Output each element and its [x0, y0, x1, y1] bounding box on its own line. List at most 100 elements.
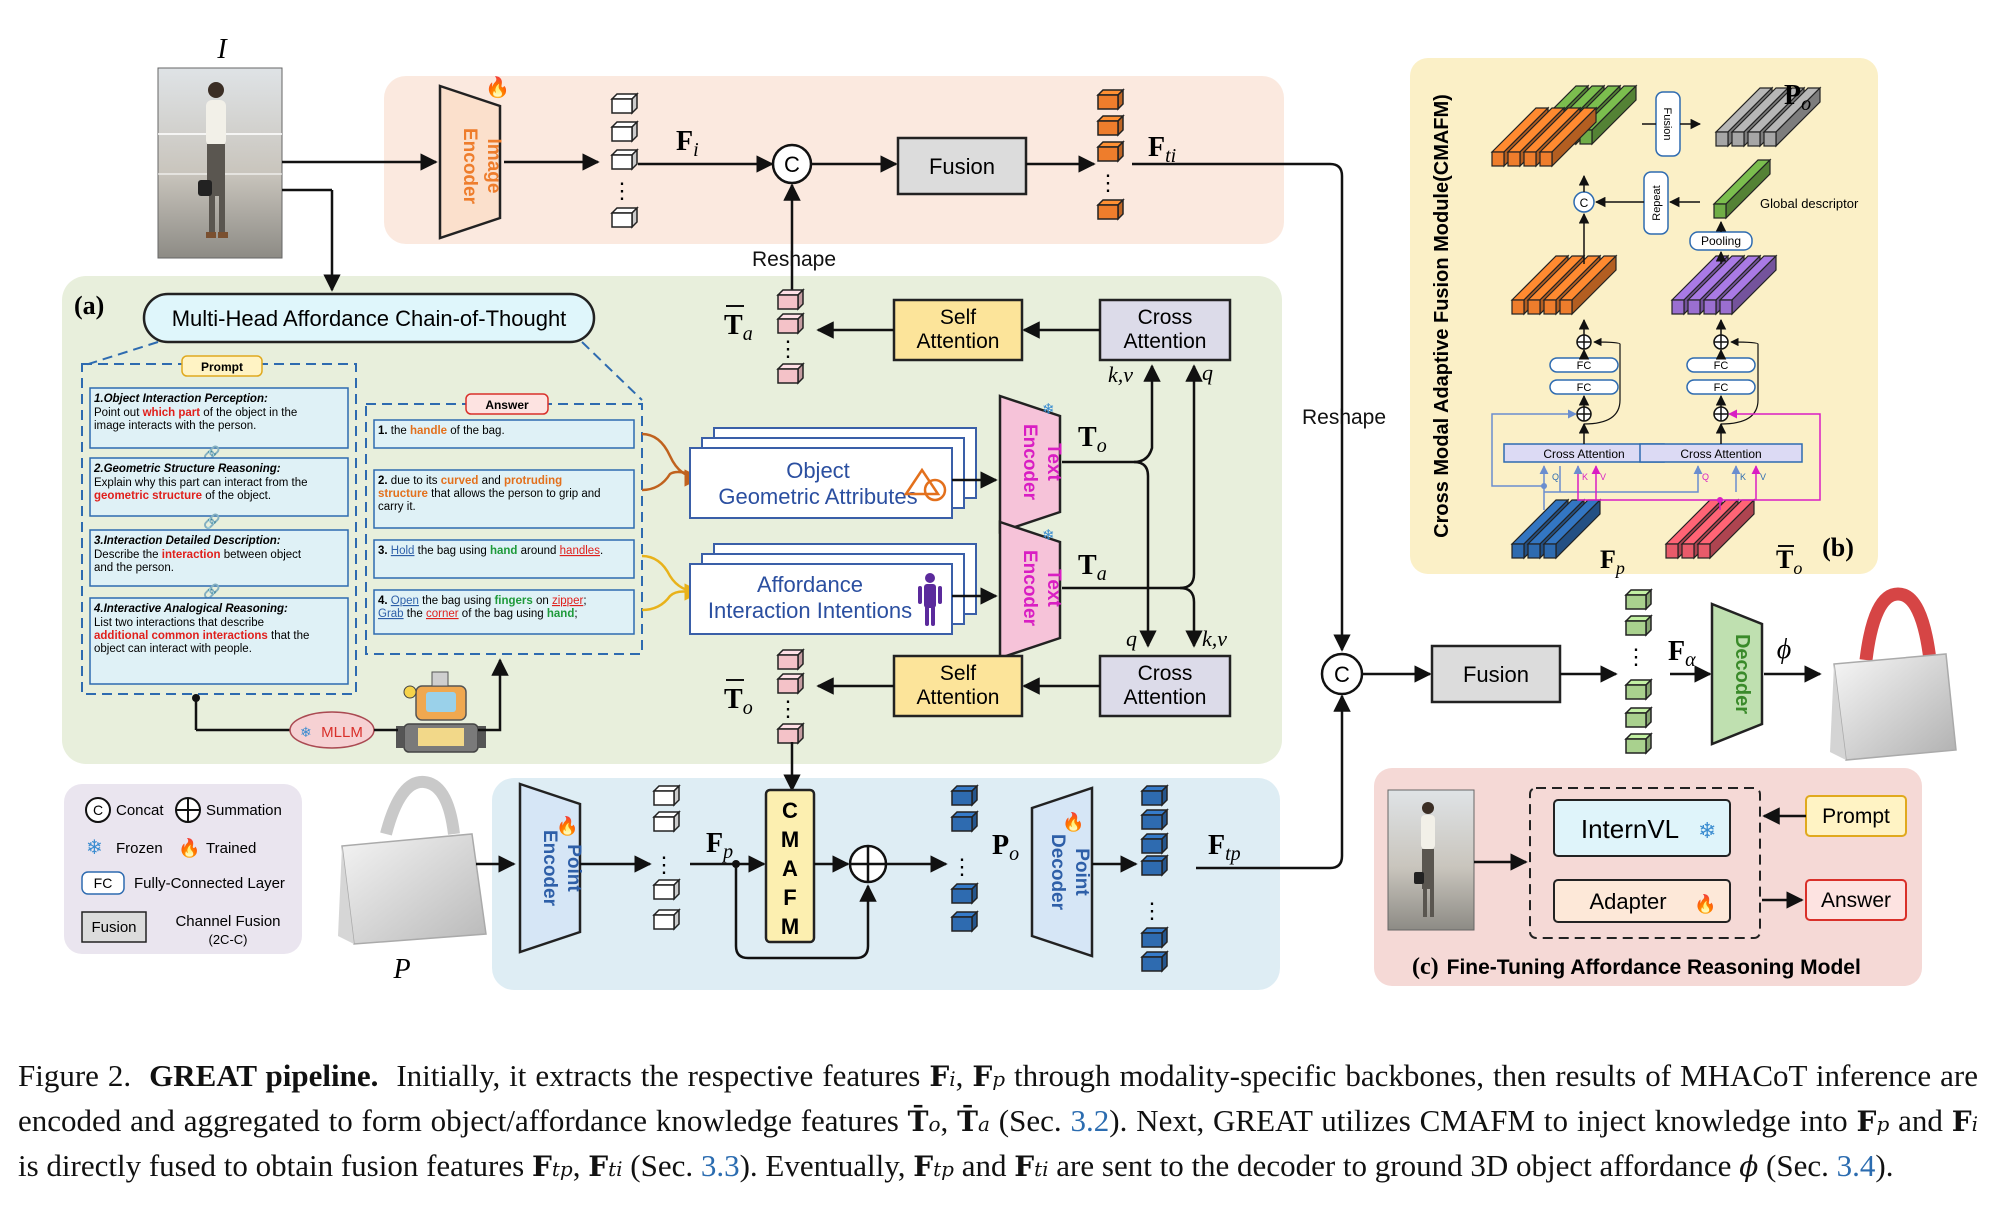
flame-icon: 🔥: [1694, 893, 1716, 914]
svg-text:Channel Fusion: Channel Fusion: [175, 913, 280, 930]
svg-text:(2C-C): (2C-C): [209, 932, 248, 947]
svg-text:Repeat: Repeat: [1651, 185, 1663, 220]
orange-bars: [1490, 106, 1598, 168]
reshape-right-label: Reshape: [1302, 406, 1386, 429]
input-image: [157, 67, 283, 259]
fi-label: Fi: [676, 126, 699, 161]
finetune-panel: [1374, 768, 1922, 986]
svg-text:3. Hold the bag using hand aro: 3. Hold the bag using hand around handle…: [378, 545, 603, 557]
affordance-knowledge-stack: ⋮: [776, 288, 805, 385]
human-body-icon: [918, 573, 942, 626]
feature-cube: [776, 312, 805, 335]
ellipsis: ⋮: [777, 696, 799, 721]
answer-box-c: Answer: [1805, 879, 1907, 921]
svg-text:Prompt: Prompt: [1822, 805, 1890, 828]
feature-cube: [610, 206, 639, 229]
cmafm-letter: A: [782, 856, 798, 881]
svg-text:Text: Text: [1043, 569, 1064, 607]
fp-cmafm-label: Fp: [1600, 545, 1625, 578]
svg-text:Attention: Attention: [1124, 330, 1207, 353]
feature-cube: [652, 784, 681, 807]
feature-cube: [610, 148, 639, 171]
svg-text:Image: Image: [483, 139, 504, 194]
image-feature-stack: ⋮: [610, 92, 639, 229]
svg-text:Multi-Head Affordance Chain-of: Multi-Head Affordance Chain-of-Thought: [172, 306, 567, 331]
po-cmafm-label: Po: [1784, 80, 1811, 115]
svg-text:Trained: Trained: [206, 840, 256, 857]
feature-cube: [1140, 926, 1169, 949]
svg-text:Answer: Answer: [1821, 889, 1891, 912]
repeat-box: Repeat: [1643, 171, 1669, 235]
ftp-label: Ftp: [1208, 830, 1241, 865]
svg-text:Encoder: Encoder: [539, 830, 560, 907]
svg-text:Grab the corner of the bag usi: Grab the corner of the bag using hand;: [378, 608, 578, 620]
svg-text:3.Interaction Detailed Descrip: 3.Interaction Detailed Description:: [94, 535, 281, 547]
svg-text:Cross: Cross: [1138, 662, 1193, 685]
feature-cube: [1140, 854, 1169, 877]
svg-text:Decoder: Decoder: [1731, 634, 1753, 714]
feature-cube: [610, 92, 639, 115]
point-feature-stack: ⋮: [652, 784, 681, 931]
mhacot-title: Multi-Head Affordance Chain-of-Thought: [142, 292, 596, 344]
svg-text:geometric structure of the obj: geometric structure of the object.: [94, 490, 271, 502]
svg-text:image interacts with the perso: image interacts with the person.: [94, 420, 256, 432]
svg-text:1.Object Interaction Perceptio: 1.Object Interaction Perception:: [94, 393, 268, 405]
svg-text:Encoder: Encoder: [1019, 424, 1040, 501]
svg-text:4. Open the bag using fingers: 4. Open the bag using fingers on zipper;: [378, 595, 587, 607]
snowflake-icon: ❄: [1042, 527, 1055, 544]
svg-text:and the person.: and the person.: [94, 562, 174, 574]
svg-text:InternVL: InternVL: [1581, 814, 1679, 844]
svg-text:C: C: [93, 802, 103, 818]
svg-text:FC: FC: [1577, 382, 1592, 394]
svg-text:Pooling: Pooling: [1701, 234, 1741, 248]
svg-text:Fusion: Fusion: [1661, 107, 1673, 140]
fa-label: Fα: [1668, 636, 1696, 671]
svg-text:Affordance: Affordance: [757, 572, 863, 597]
finetune-image: [1387, 789, 1475, 931]
svg-text:Describe the interaction betwe: Describe the interaction between object: [94, 549, 302, 561]
svg-text:Q: Q: [1552, 472, 1559, 482]
global-descriptor-bar: [1712, 158, 1772, 220]
svg-text:Geometric Attributes: Geometric Attributes: [718, 484, 917, 509]
red-bars: [1664, 498, 1756, 560]
phi-label: ϕ: [1777, 634, 1792, 665]
feature-cube: [1624, 678, 1653, 701]
svg-text:Prompt: Prompt: [201, 360, 243, 374]
prompt-box-c: Prompt: [1805, 795, 1907, 837]
ellipsis: ⋮: [951, 854, 973, 879]
flame-icon: 🔥: [1062, 811, 1084, 832]
self-attention-top: Self Attention: [892, 298, 1024, 362]
feature-cube: [1096, 140, 1125, 163]
finetune-dashed-box: [1529, 787, 1761, 939]
ellipsis: ⋮: [1141, 898, 1163, 923]
adapter-box: Adapter 🔥: [1553, 879, 1731, 923]
snowflake-icon: ❄: [86, 837, 103, 859]
text-encoder-affordance: Text Encoder ❄: [998, 520, 1064, 660]
feature-cube: [950, 910, 979, 933]
figure-caption: Figure 2. GREAT pipeline. Initially, it …: [18, 1058, 1979, 1183]
prompt-item: 4.Interactive Analogical Reasoning:List …: [89, 597, 349, 685]
svg-text:Summation: Summation: [206, 802, 282, 819]
svg-text:Q: Q: [1702, 472, 1709, 482]
feature-cube: [610, 120, 639, 143]
svg-text:Fusion: Fusion: [1463, 662, 1529, 687]
feature-cube: [1140, 808, 1169, 831]
svg-text:additional common interactions: additional common interactions that the: [94, 630, 309, 642]
section-c-title: (c)Fine-Tuning Affordance Reasoning Mode…: [1412, 954, 1861, 980]
svg-text:C: C: [1580, 196, 1589, 210]
svg-text:C: C: [784, 152, 800, 177]
feature-cube: [652, 908, 681, 931]
feature-cube: [1140, 950, 1169, 973]
fp-label: Fp: [706, 828, 733, 863]
image-branch-panel: [384, 76, 1284, 244]
feature-cube: [776, 288, 805, 311]
section-b-label: (b): [1822, 533, 1854, 562]
feature-cube: [776, 722, 805, 745]
fusion-block-top: Fusion: [896, 136, 1028, 196]
ellipsis: ⋮: [653, 852, 675, 877]
reshape-top-label: Reshape: [752, 248, 836, 271]
cmafm-block: CMAFM: [764, 788, 816, 944]
orange-mid-bars: [1510, 254, 1618, 316]
cmafm-letter: F: [783, 885, 796, 910]
point-decoder: Point Decoder 🔥: [1030, 786, 1094, 958]
